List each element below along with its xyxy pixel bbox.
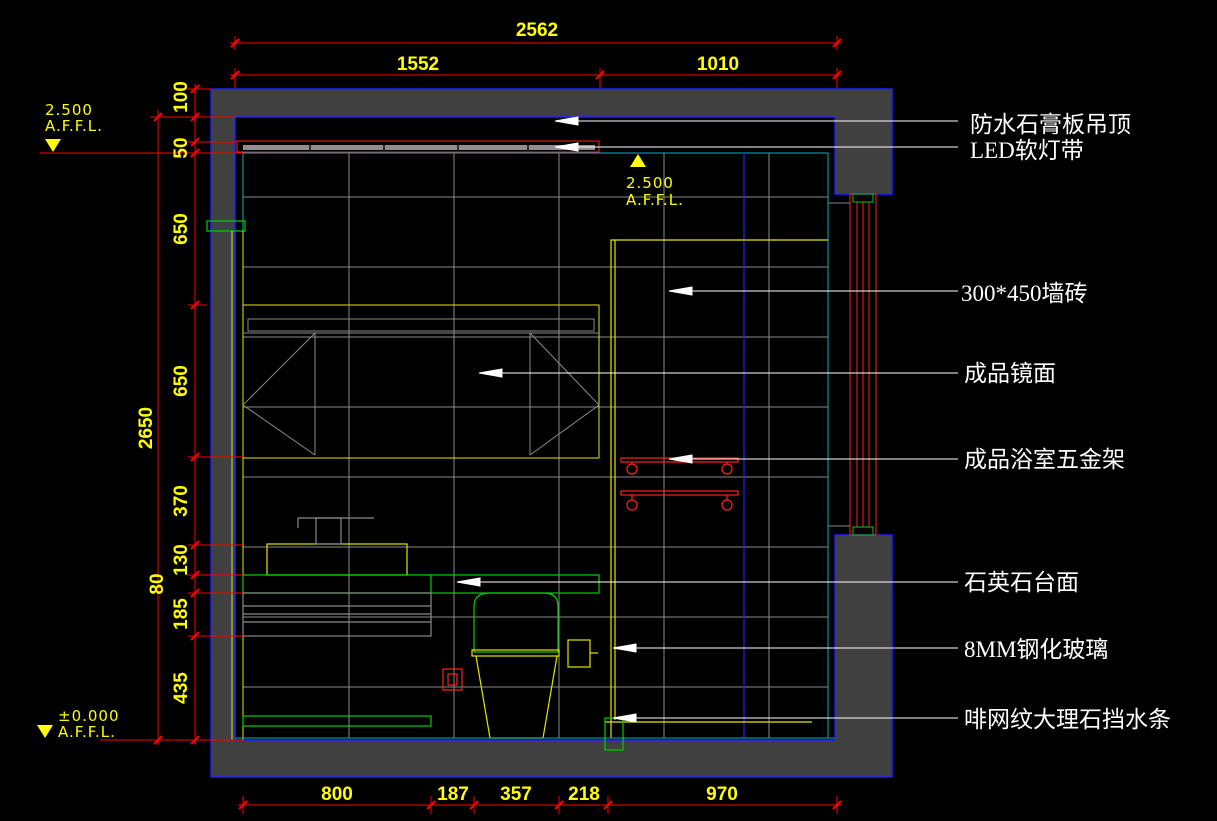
wall-tile-grid (243, 153, 828, 738)
shower-glass (604, 239, 828, 751)
dim-left-435: 435 (171, 672, 192, 704)
leader-arrow-icon (554, 116, 579, 126)
toilet (442, 592, 560, 739)
dim-bottom-5: 970 (706, 784, 738, 805)
label-glass: 8MM钢化玻璃 (964, 637, 1108, 662)
window (828, 193, 877, 536)
label-mirror: 成品镜面 (964, 361, 1056, 386)
dimension-texts: 2562 1552 1010 800 187 357 218 970 2650 … (136, 20, 739, 805)
dim-bottom-3: 357 (500, 784, 532, 805)
paper-holder (567, 639, 598, 668)
label-threshold: 啡网纹大理石挡水条 (964, 707, 1171, 732)
vanity (242, 517, 600, 727)
dim-left-185: 185 (171, 598, 192, 630)
level-triangle-icon (630, 154, 646, 167)
level-top-center-value: 2.500 (626, 174, 674, 192)
dim-bottom-2: 187 (437, 784, 469, 805)
material-labels: 防水石膏板吊顶 LED软灯带 300*450墙砖 成品镜面 成品浴室五金架 石英… (961, 112, 1171, 732)
label-led-strip: LED软灯带 (970, 138, 1084, 163)
leader-arrow-icon (612, 643, 637, 653)
dim-left-650a: 650 (171, 213, 192, 245)
dim-overall-width: 2562 (516, 20, 558, 41)
wall-structure (210, 88, 893, 778)
level-markers: 2.500 A.F.F.L. 2.500 A.F.F.L. ±0.000 A.F… (37, 101, 684, 741)
label-shelf: 成品浴室五金架 (964, 447, 1125, 472)
leader-arrow-icon (478, 368, 503, 378)
leader-arrow-icon (668, 286, 693, 296)
wall-section (210, 88, 893, 778)
dim-top-left: 1552 (397, 54, 439, 75)
level-floor-ref: A.F.F.L. (58, 723, 116, 741)
bathroom-shelves (620, 457, 739, 511)
dim-left-130: 130 (171, 544, 192, 576)
dim-bottom-1: 800 (321, 784, 353, 805)
dim-left-370: 370 (171, 485, 192, 517)
mirror (242, 304, 600, 459)
leader-lines (456, 116, 958, 723)
dim-extra-80: 80 (147, 573, 168, 594)
dim-left-50: 50 (171, 137, 192, 158)
dim-left-100: 100 (171, 81, 192, 113)
dim-left-650b: 650 (171, 365, 192, 397)
label-ceiling: 防水石膏板吊顶 (970, 112, 1131, 137)
dimension-lines (40, 36, 842, 814)
leader-arrow-icon (456, 577, 481, 587)
dim-bottom-4: 218 (568, 784, 600, 805)
led-strip (236, 140, 600, 153)
level-triangle-icon (37, 725, 53, 738)
level-top-left-ref: A.F.F.L. (45, 117, 103, 135)
leader-arrow-icon (612, 713, 637, 723)
dim-top-right: 1010 (697, 54, 739, 75)
label-countertop: 石英石台面 (964, 570, 1079, 595)
label-wall-tile: 300*450墙砖 (961, 281, 1088, 306)
dim-overall-height: 2650 (136, 407, 157, 449)
leader-arrow-icon (668, 454, 693, 464)
level-triangle-icon (45, 139, 61, 152)
level-top-center-ref: A.F.F.L. (626, 191, 684, 209)
leader-arrow-icon (554, 142, 579, 152)
level-top-left-value: 2.500 (45, 101, 93, 119)
level-floor-value: ±0.000 (58, 707, 120, 725)
